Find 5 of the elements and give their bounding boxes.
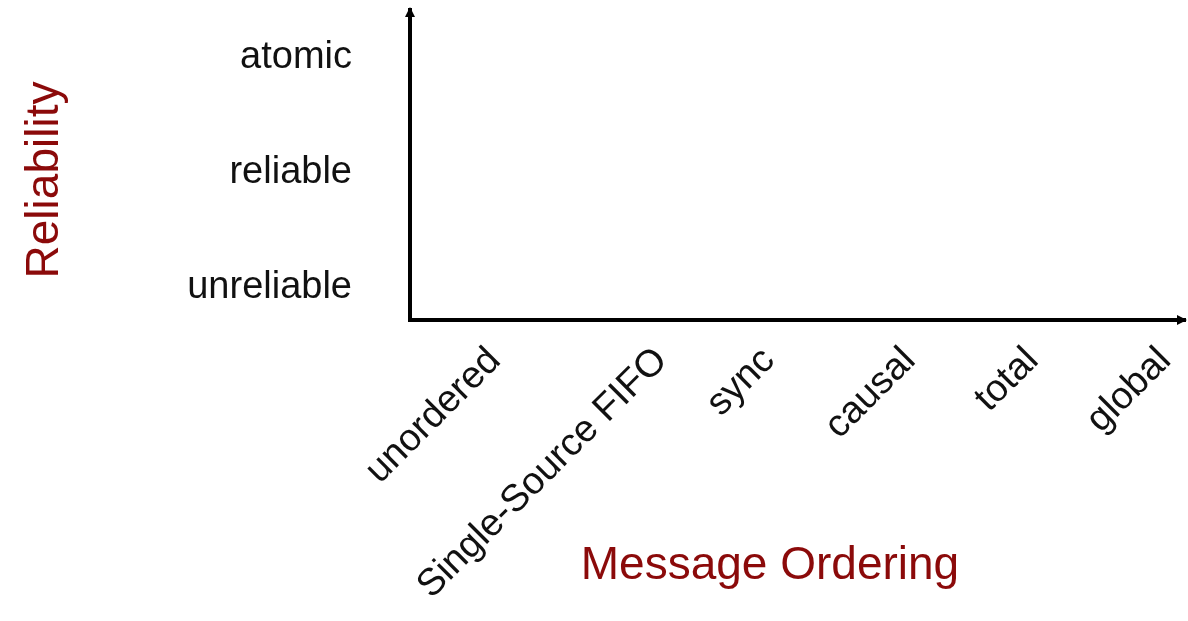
axis-tick-label: reliable xyxy=(229,148,352,192)
axis-tick-label: atomic xyxy=(240,33,352,77)
axis-title: Reliability xyxy=(15,81,69,279)
axis-tick-label: unreliable xyxy=(187,263,352,307)
axis-tick-label: sync xyxy=(696,338,783,424)
